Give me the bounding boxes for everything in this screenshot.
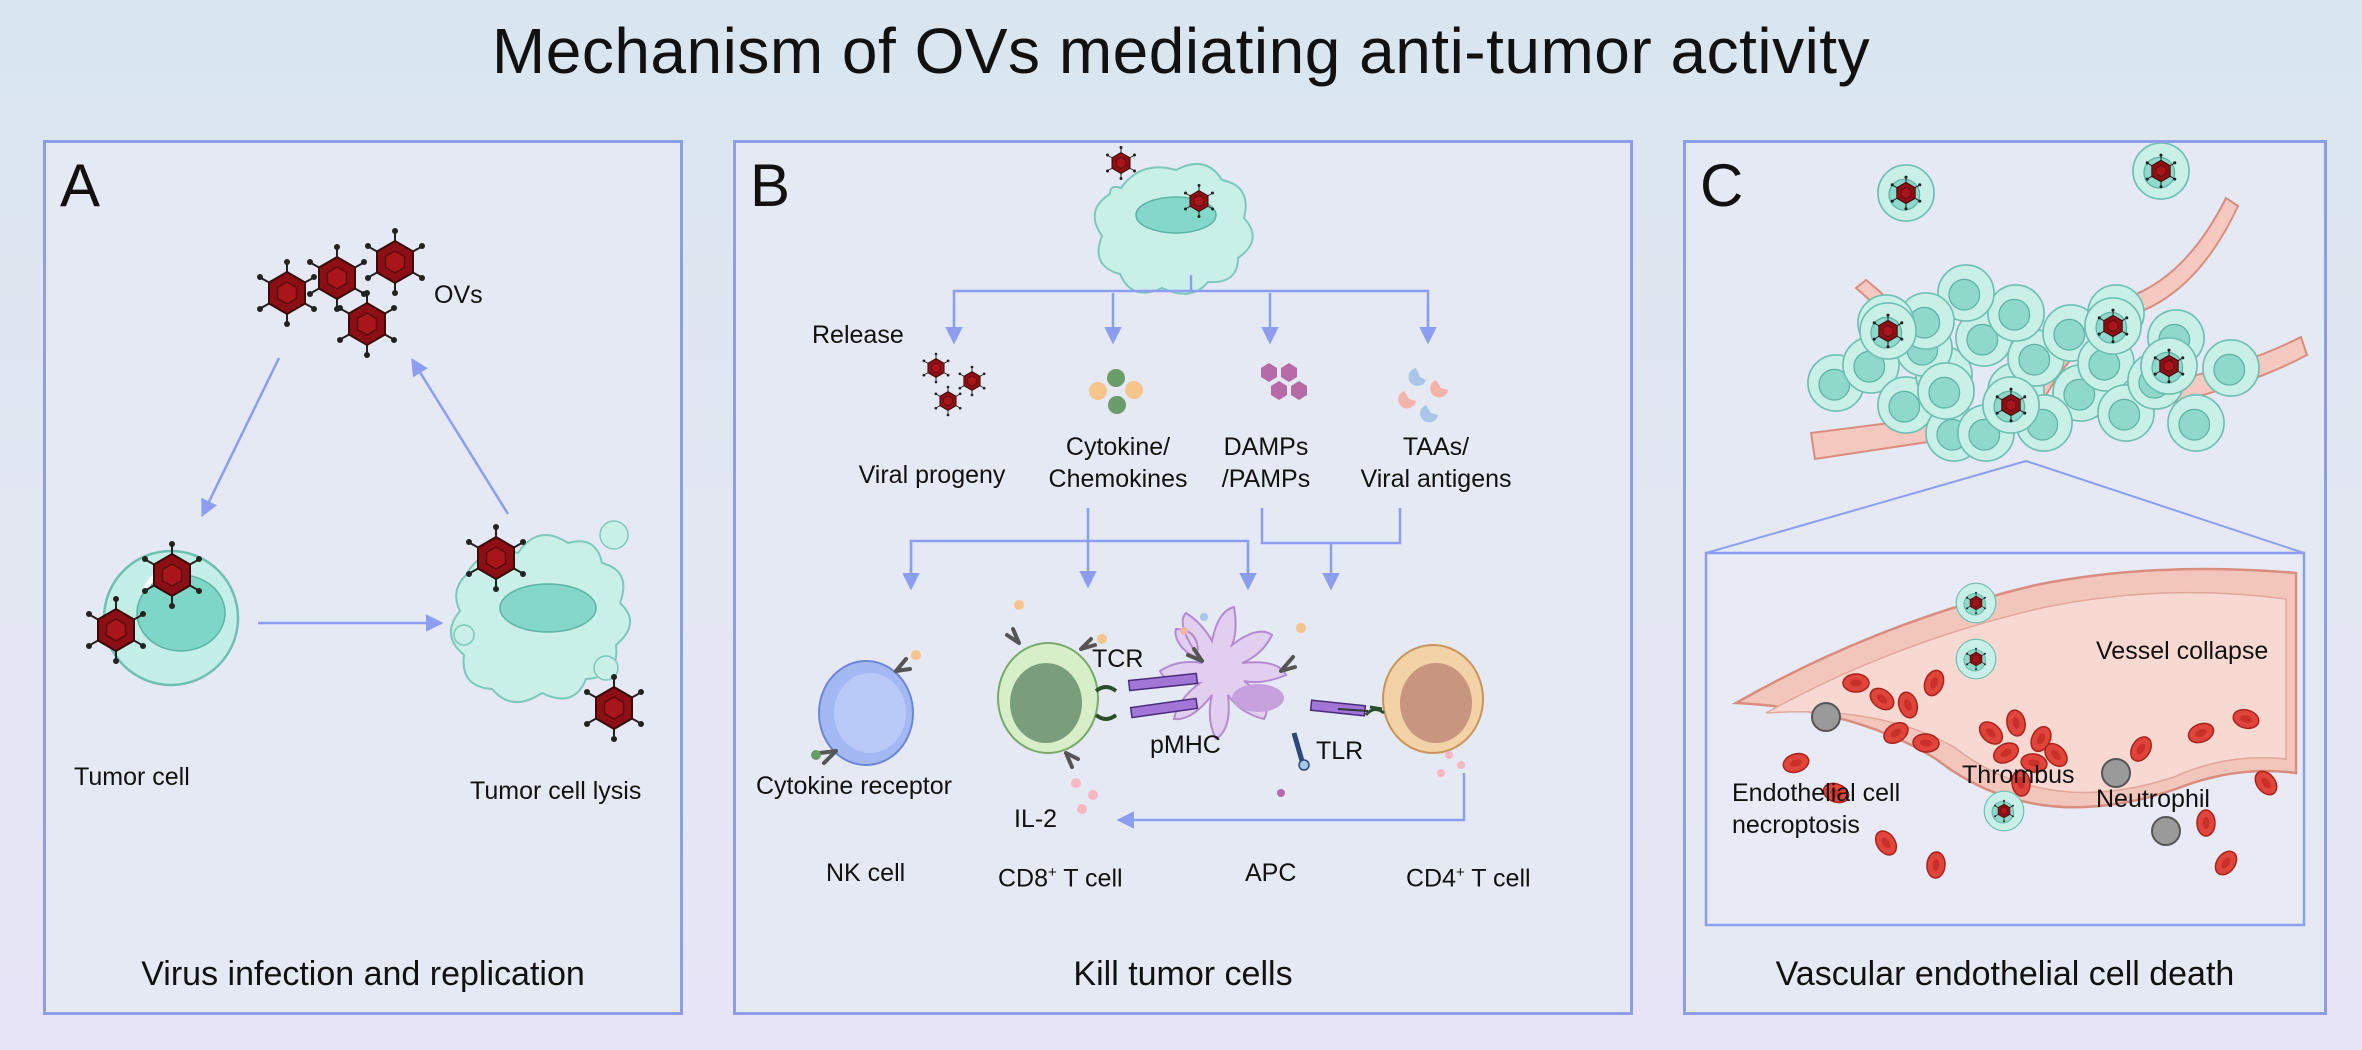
cytokine-receptor-label: Cytokine receptor <box>756 772 952 800</box>
cd8-t-cell-label: CD8+ T cell <box>998 857 1123 894</box>
tumor-cell-label: Tumor cell <box>74 763 190 791</box>
tumor-cell-lysis <box>450 520 645 743</box>
tumor-cell <box>85 540 240 687</box>
panel-c: C Vessel collapse Endothelial <box>1683 140 2327 1015</box>
release-arrows <box>945 275 1437 345</box>
viral-progeny-label: Viral progeny <box>858 461 1006 489</box>
damps-label-line2: /PAMPs <box>1221 465 1311 493</box>
cytokine-icon <box>1089 369 1143 414</box>
tumor-cell <box>2202 339 2260 397</box>
taas-label-line1: TAAs/ <box>1402 433 1470 461</box>
zoom-lines <box>1705 460 2305 554</box>
tumor-cell <box>1987 284 2045 342</box>
release-label: Release <box>812 321 904 349</box>
pmhc-label: pMHC <box>1150 731 1221 759</box>
viral-progeny-icon <box>922 352 986 417</box>
taas-label-line2: Viral antigens <box>1360 465 1512 493</box>
panel-b-letter: B <box>750 152 791 219</box>
tumor-cell-lysis-label: Tumor cell lysis <box>470 777 642 805</box>
cytokine-label-line2: Chemokines <box>1048 465 1188 493</box>
infected-tumor-cell <box>1859 302 1917 360</box>
panel-a-letter: A <box>60 152 101 219</box>
arrow-ovs-to-tumor-cell <box>201 357 281 518</box>
vessel-collapse-label: Vessel collapse <box>2096 637 2269 665</box>
panel-a: A OVs Tumor cell Tumor cell lys <box>43 140 683 1015</box>
cytokine-label-line1: Cytokine/ <box>1065 433 1171 461</box>
cd4-t-cell <box>1337 644 1484 777</box>
cd4-sup: + <box>1456 864 1465 881</box>
cytokine-label: Cytokine/ Chemokines <box>1018 431 1218 495</box>
red-blood-cell <box>1842 673 1870 693</box>
taas-icon <box>1398 368 1448 423</box>
thrombus-label: Thrombus <box>1962 761 2075 789</box>
cd8-suffix: T cell <box>1056 864 1123 893</box>
panel-b-illustration <box>811 145 1484 829</box>
endothelial-label-line1: Endothelial cell <box>1732 779 1901 807</box>
tumor-cell <box>1917 362 1975 420</box>
damps-icon <box>1261 363 1307 400</box>
cd4-t-cell-label: CD4+ T cell <box>1406 857 1531 894</box>
cd4-prefix: CD4 <box>1406 864 1457 893</box>
infected-tumor-cell <box>2140 337 2198 395</box>
nk-cell-label: NK cell <box>826 859 906 887</box>
cd8-t-cell <box>997 600 1118 814</box>
tcr-label: TCR <box>1092 645 1144 673</box>
ovs-virus-cluster <box>256 227 426 359</box>
activation-arrows <box>902 508 1466 829</box>
tlr-label: TLR <box>1316 737 1364 765</box>
panel-b-caption: Kill tumor cells <box>1073 955 1293 993</box>
panel-b: B <box>733 140 1633 1015</box>
cd8-prefix: CD8 <box>998 864 1049 893</box>
apc-dendritic-cell <box>1127 605 1367 797</box>
panel-a-caption: Virus infection and replication <box>141 955 585 993</box>
endothelial-label-line2: necroptosis <box>1732 811 1860 839</box>
panel-a-illustration <box>85 227 645 743</box>
infected-tumor-cell <box>1982 376 2040 434</box>
tumor-cell <box>2167 394 2225 452</box>
infected-tumor-cell <box>1877 164 1935 222</box>
diagram-title: Mechanism of OVs mediating anti-tumor ac… <box>491 15 1871 87</box>
taas-label: TAAs/ Viral antigens <box>1336 431 1536 495</box>
il2-label: IL-2 <box>1014 805 1058 833</box>
panel-c-illustration <box>1704 143 2309 927</box>
panel-c-letter: C <box>1700 152 1744 219</box>
infected-tumor-cell <box>2132 143 2190 200</box>
infected-tumor-cell <box>1093 145 1254 295</box>
nk-cell <box>811 650 921 766</box>
ovs-label: OVs <box>434 281 483 309</box>
apc-label: APC <box>1245 859 1297 887</box>
panel-c-caption: Vascular endothelial cell death <box>1775 955 2235 993</box>
damps-label-line1: DAMPs <box>1223 433 1309 461</box>
cd4-suffix: T cell <box>1464 864 1531 893</box>
endothelial-label: Endothelial cell necroptosis <box>1732 777 1900 841</box>
infected-tumor-cell <box>2084 297 2142 355</box>
arrow-lysis-to-ovs <box>411 358 510 515</box>
cd8-sup: + <box>1048 864 1057 881</box>
damps-label: DAMPs /PAMPs <box>1186 431 1346 495</box>
neutrophils <box>1811 702 2181 846</box>
tumor-cell-cluster <box>1807 143 2260 462</box>
neutrophil-label: Neutrophil <box>2096 785 2210 813</box>
